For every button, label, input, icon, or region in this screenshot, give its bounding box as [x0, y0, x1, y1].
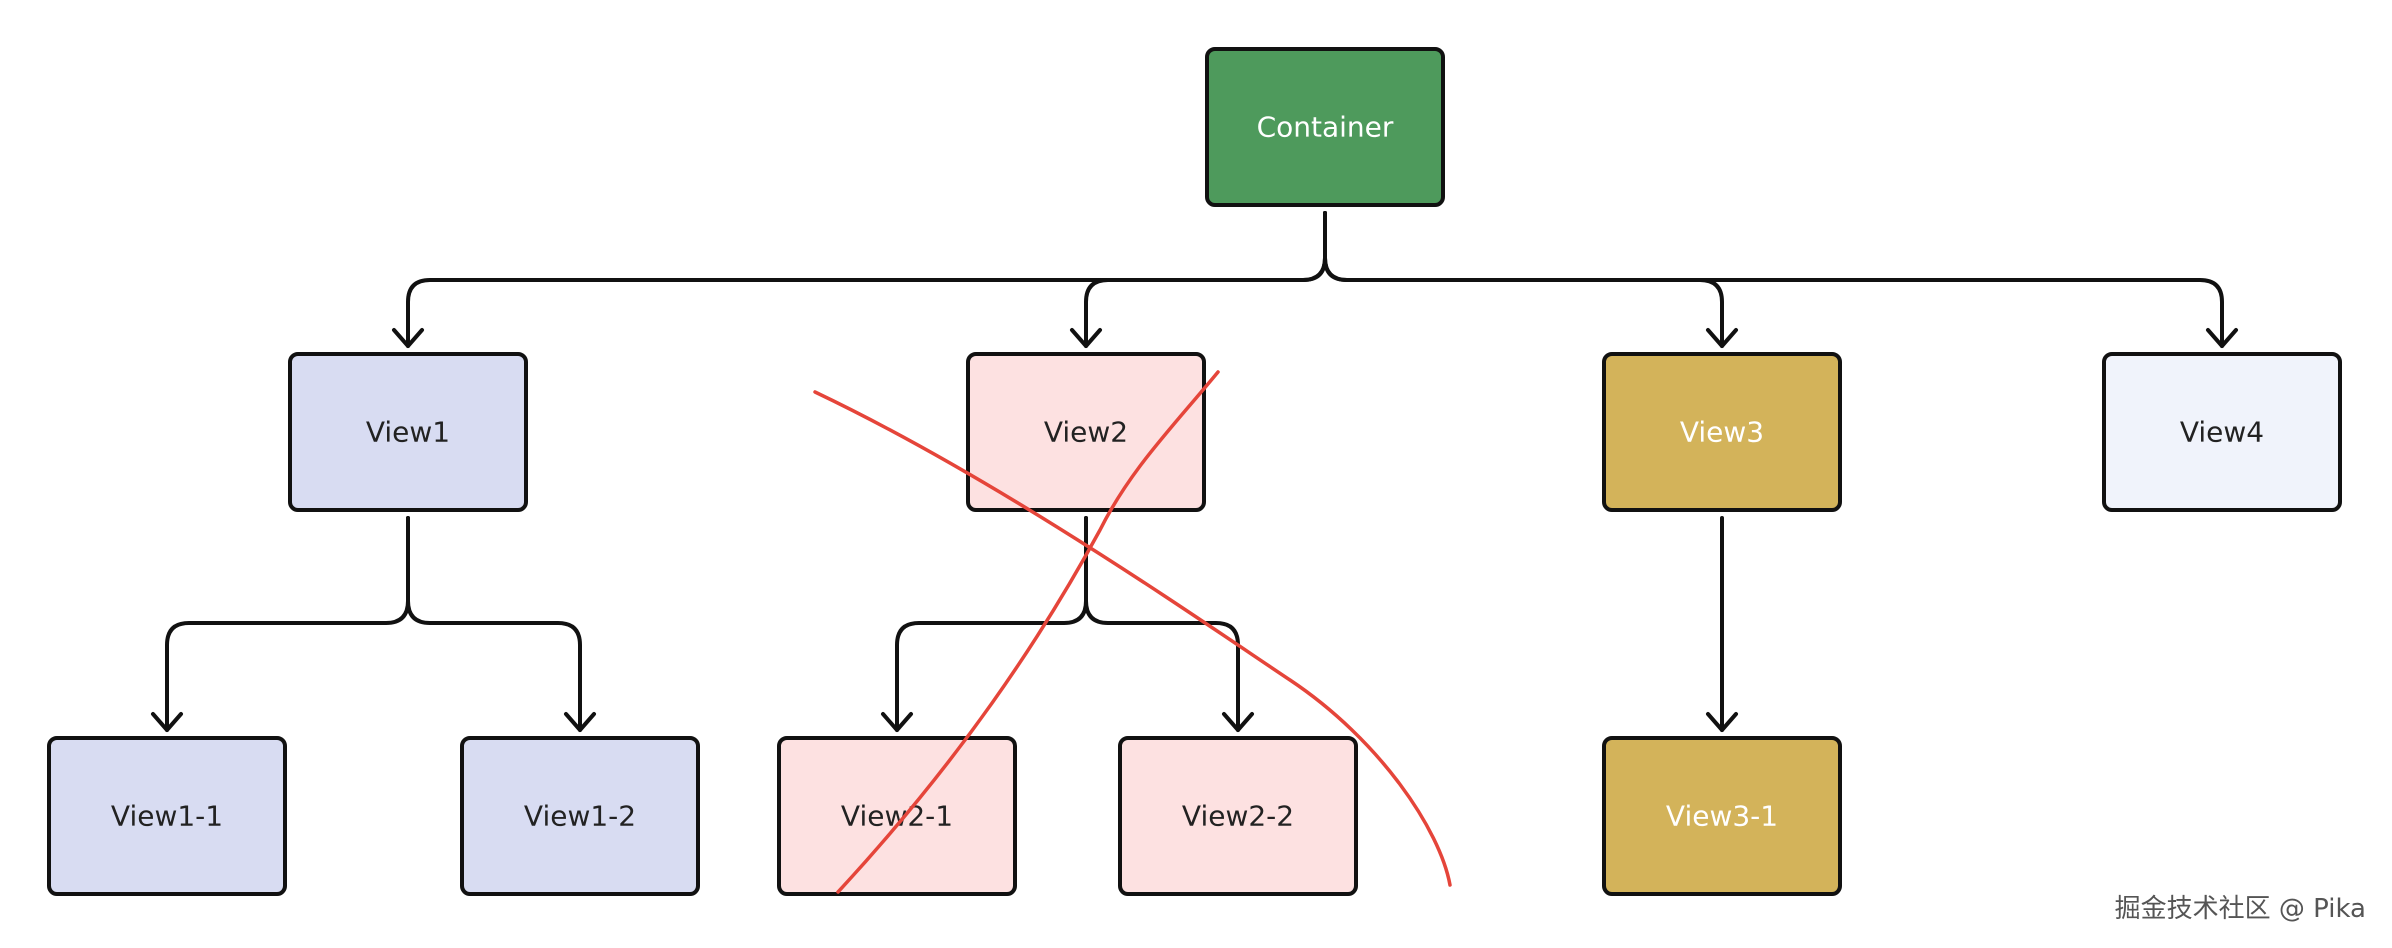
- cross-out-mark: [813, 370, 1452, 894]
- node-box-view1-2: [460, 736, 700, 896]
- node-label-container: Container: [1257, 111, 1394, 144]
- node-label-view1-1: View1-1: [111, 800, 223, 833]
- node-view1-2: View1-2: [460, 736, 700, 896]
- node-box-view2-2: [1118, 736, 1358, 896]
- node-box-view1-1: [47, 736, 287, 896]
- edge-view2-view2-2: [1084, 516, 1240, 732]
- edge-view1-view1-1: [165, 516, 410, 732]
- node-view3-1: View3-1: [1602, 736, 1842, 896]
- node-box-view3-1: [1602, 736, 1842, 896]
- edge-container-view2: [1084, 211, 1327, 348]
- node-box-view3: [1602, 352, 1842, 512]
- node-view4: View4: [2102, 352, 2342, 512]
- node-box-view2: [966, 352, 1206, 512]
- node-view2: View2: [966, 352, 1206, 512]
- node-box-view2-1: [777, 736, 1017, 896]
- node-view3: View3: [1602, 352, 1842, 512]
- node-label-view2-2: View2-2: [1182, 800, 1294, 833]
- node-label-view3-1: View3-1: [1666, 800, 1778, 833]
- node-box-view4: [2102, 352, 2342, 512]
- watermark: 掘金技术社区 @ Pika: [2115, 894, 2366, 924]
- node-label-view1-2: View1-2: [524, 800, 636, 833]
- edge-container-view4: [1323, 211, 2224, 348]
- node-box-view1: [288, 352, 528, 512]
- connectors: [151, 211, 2238, 732]
- node-view1: View1: [288, 352, 528, 512]
- edge-view1-view1-2: [406, 516, 582, 732]
- arrow-head-view2-2: [1222, 712, 1254, 732]
- arrow-head-view2: [1070, 328, 1102, 348]
- node-label-view1: View1: [366, 416, 450, 449]
- node-container: Container: [1205, 47, 1445, 207]
- node-view2-1: View2-1: [777, 736, 1017, 896]
- arrow-head-view2-1: [881, 712, 913, 732]
- arrow-head-view1-2: [564, 712, 596, 732]
- arrow-head-view1: [392, 328, 424, 348]
- cross-stroke-1: [813, 390, 1452, 887]
- node-view2-2: View2-2: [1118, 736, 1358, 896]
- arrow-head-view1-1: [151, 712, 183, 732]
- arrow-head-view3-1: [1706, 712, 1738, 732]
- node-box-container: [1205, 47, 1445, 207]
- arrow-head-view3: [1706, 328, 1738, 348]
- arrow-head-view4: [2206, 328, 2238, 348]
- node-label-view3: View3: [1680, 416, 1764, 449]
- node-label-view2: View2: [1044, 416, 1128, 449]
- cross-stroke-2: [836, 370, 1220, 894]
- node-view1-1: View1-1: [47, 736, 287, 896]
- node-label-view4: View4: [2180, 416, 2264, 449]
- edge-view2-view2-1: [895, 516, 1088, 732]
